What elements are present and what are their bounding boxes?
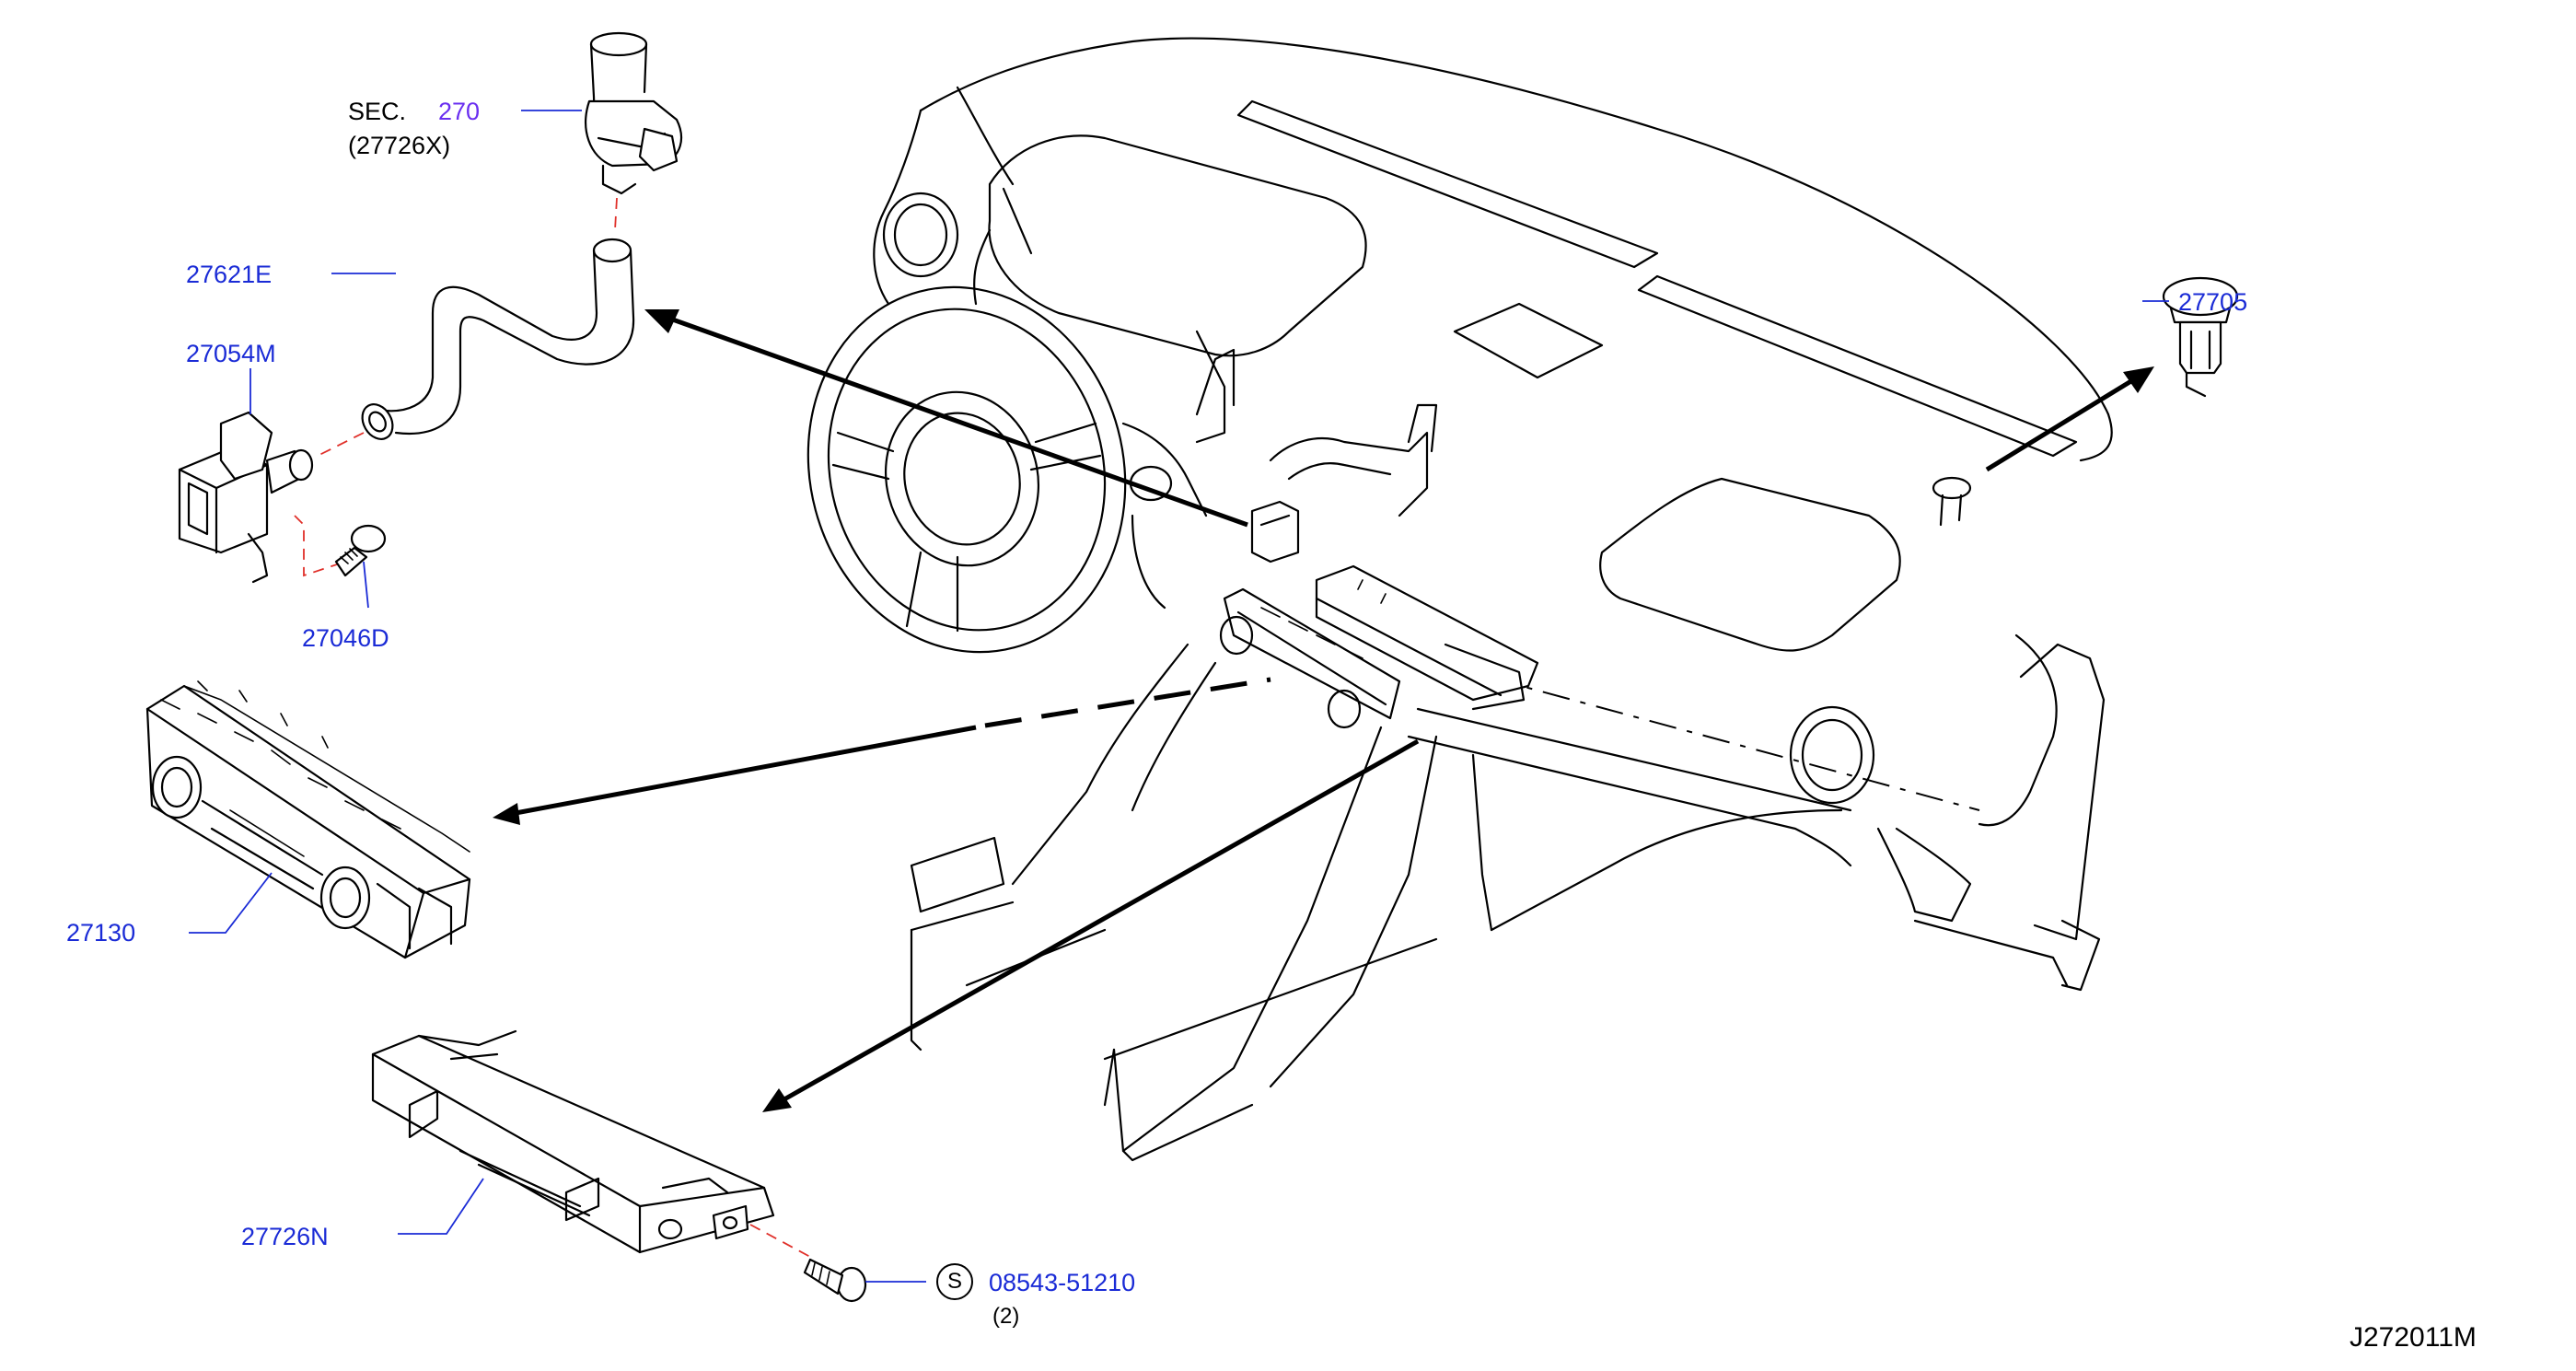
- leader-arrows: [493, 309, 2154, 1112]
- dashboard-illustration: [806, 37, 2113, 1162]
- part-08543-51210-label[interactable]: 08543-51210: [989, 1269, 1136, 1296]
- hose-27621E-part: [317, 238, 635, 457]
- sec-number-label[interactable]: 270: [438, 98, 481, 125]
- screw-symbol-badge: S: [936, 1263, 973, 1300]
- sec-sub-label: (27726X): [348, 132, 451, 159]
- part-27130-label[interactable]: 27130: [66, 919, 136, 947]
- part-27046D-label[interactable]: 27046D: [302, 624, 389, 652]
- part-27621E-label[interactable]: 27621E: [186, 261, 273, 288]
- sec-prefix-label: SEC.: [348, 98, 407, 125]
- control-unit-27726N-part: [371, 1029, 811, 1258]
- screw-08543-51210-part: [803, 1258, 867, 1303]
- screw-symbol-text: S: [946, 1269, 962, 1294]
- label-leaders: [189, 110, 2169, 1283]
- diagram-code-label: J272011M: [2350, 1322, 2477, 1353]
- control-panel-27130-part: [145, 680, 471, 959]
- sec-270-connector-part: [585, 31, 683, 231]
- screw-27046D-part: [334, 524, 387, 577]
- screw-quantity-label: (2): [992, 1304, 1020, 1329]
- part-27726N-label[interactable]: 27726N: [241, 1223, 329, 1250]
- part-27054M-label[interactable]: 27054M: [186, 340, 276, 367]
- clip-27705-part: [2162, 276, 2239, 398]
- sensor-27054M-part: [178, 411, 346, 584]
- part-27705-label[interactable]: 27705: [2178, 288, 2248, 316]
